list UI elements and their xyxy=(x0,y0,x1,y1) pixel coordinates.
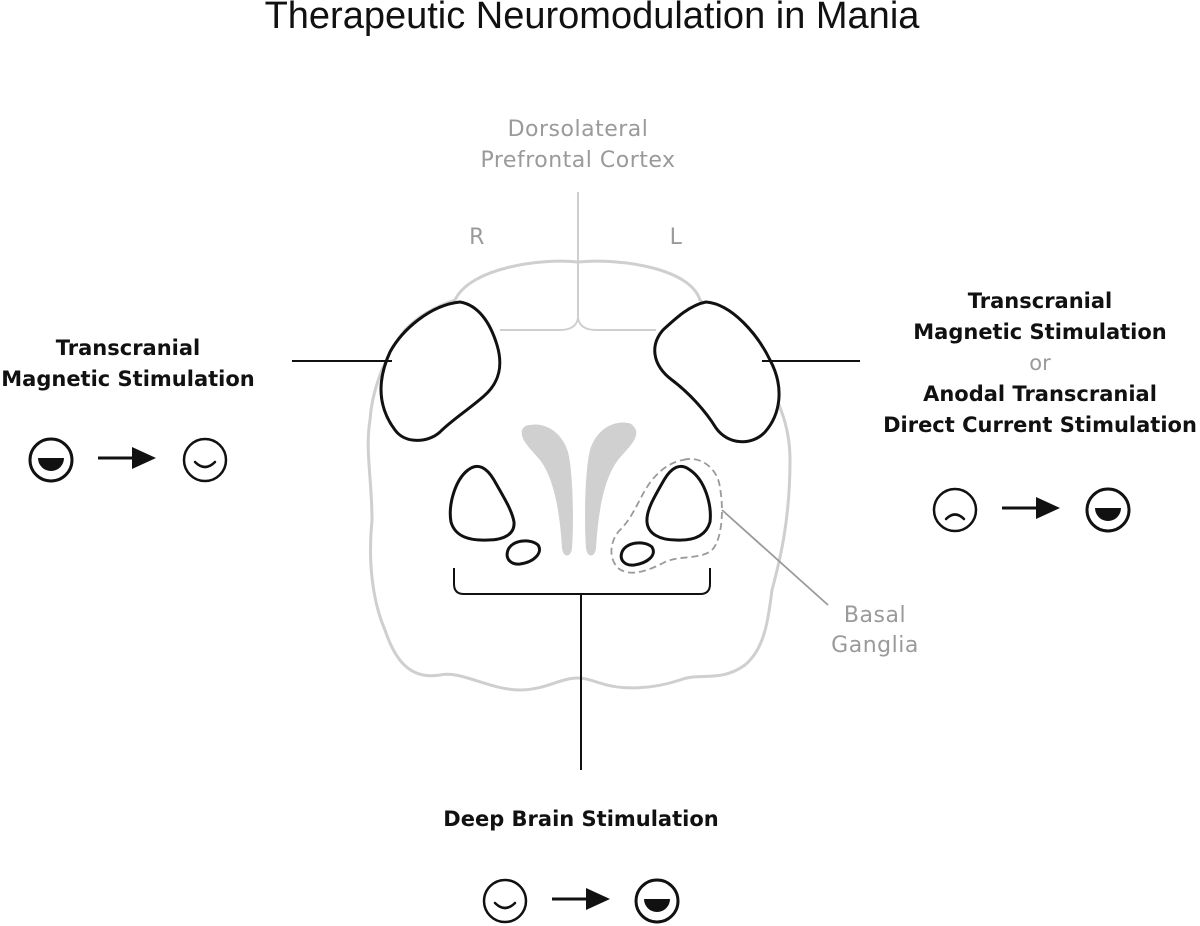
dlpfc-label-line2: Prefrontal Cortex xyxy=(480,148,675,173)
right-lateral-ventricle xyxy=(521,424,573,556)
right-panel-or-label: or xyxy=(1029,351,1051,375)
left-hemisphere-label: L xyxy=(670,225,683,250)
right-panel-label-line3: Anodal Transcranial xyxy=(923,382,1157,406)
small-smile-face-icon xyxy=(182,437,228,483)
arrow-right-icon xyxy=(96,445,158,471)
basal-ganglia-label-line1: Basal xyxy=(844,603,906,628)
right-panel-label-line4: Direct Current Stimulation xyxy=(883,413,1197,437)
left-panel-label-line1: Transcranial xyxy=(56,336,201,360)
dlpfc-left-bracket xyxy=(577,317,656,331)
frown-face-icon xyxy=(932,487,978,533)
arrow-right-icon xyxy=(550,886,612,912)
right-hemisphere-label: R xyxy=(469,225,485,250)
small-smile-face-icon xyxy=(482,878,528,924)
right-panel-label-line2: Magnetic Stimulation xyxy=(913,320,1166,344)
left-panel-label-line2: Magnetic Stimulation xyxy=(1,367,254,391)
large-smile-face-icon xyxy=(28,437,74,483)
large-smile-face-icon xyxy=(634,878,680,924)
basal-ganglia-dashed-outline xyxy=(610,458,723,574)
diagram-title: Therapeutic Neuromodulation in Mania xyxy=(265,0,921,37)
left-basal-ganglia-small xyxy=(619,541,655,567)
left-basal-ganglia-large xyxy=(645,464,712,542)
dbs-bracket xyxy=(453,568,711,595)
bottom-panel-label: Deep Brain Stimulation xyxy=(443,807,718,831)
right-basal-ganglia-large xyxy=(448,464,516,542)
left-lateral-ventricle xyxy=(585,422,637,556)
dlpfc-label-line1: Dorsolateral xyxy=(508,117,649,142)
basal-ganglia-pointer-line xyxy=(721,509,829,606)
basal-ganglia-label-line2: Ganglia xyxy=(831,633,919,658)
arrow-right-icon xyxy=(1000,495,1062,521)
left-dlpfc-region xyxy=(653,300,781,444)
right-basal-ganglia-small xyxy=(505,539,541,566)
large-smile-face-icon xyxy=(1085,487,1131,533)
dlpfc-right-bracket xyxy=(500,317,579,331)
right-panel-label-line1: Transcranial xyxy=(968,289,1113,313)
right-dlpfc-region xyxy=(379,300,502,442)
